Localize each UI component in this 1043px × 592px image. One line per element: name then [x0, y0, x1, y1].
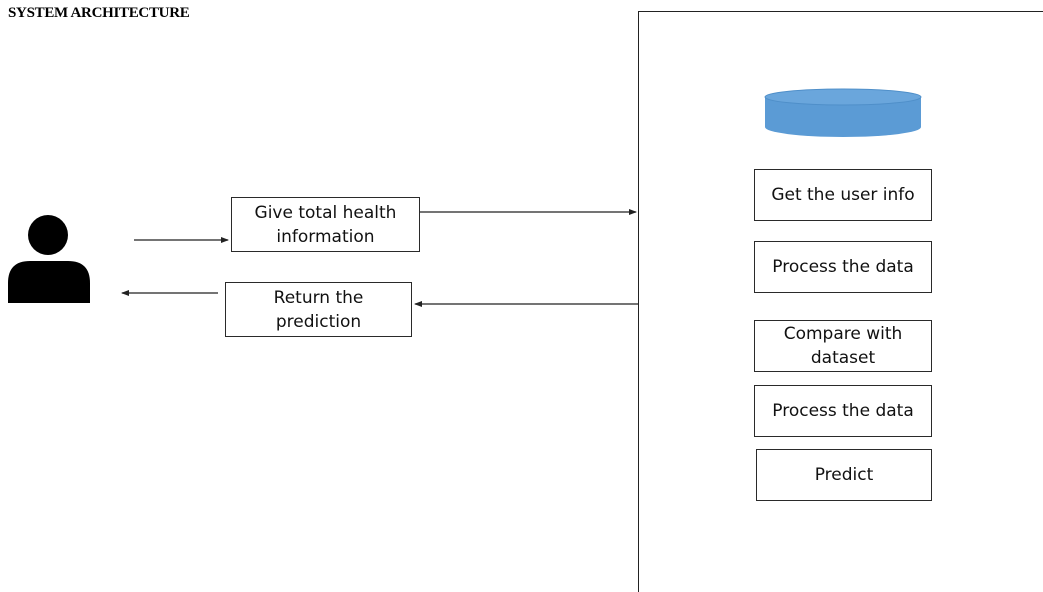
database-icon [764, 88, 922, 137]
give-health-info-box: Give total health information [231, 197, 420, 252]
step-process-data-1: Process the data [754, 241, 932, 293]
step-predict: Predict [756, 449, 932, 501]
person-icon [8, 215, 90, 303]
step-get-user-info: Get the user info [754, 169, 932, 221]
system-boundary-left [638, 11, 640, 592]
step-compare-dataset: Compare with dataset [754, 320, 932, 372]
return-prediction-box: Return the prediction [225, 282, 412, 337]
step-process-data-2: Process the data [754, 385, 932, 437]
page-title: SYSTEM ARCHITECTURE [8, 5, 190, 21]
system-boundary-top [638, 11, 1043, 13]
